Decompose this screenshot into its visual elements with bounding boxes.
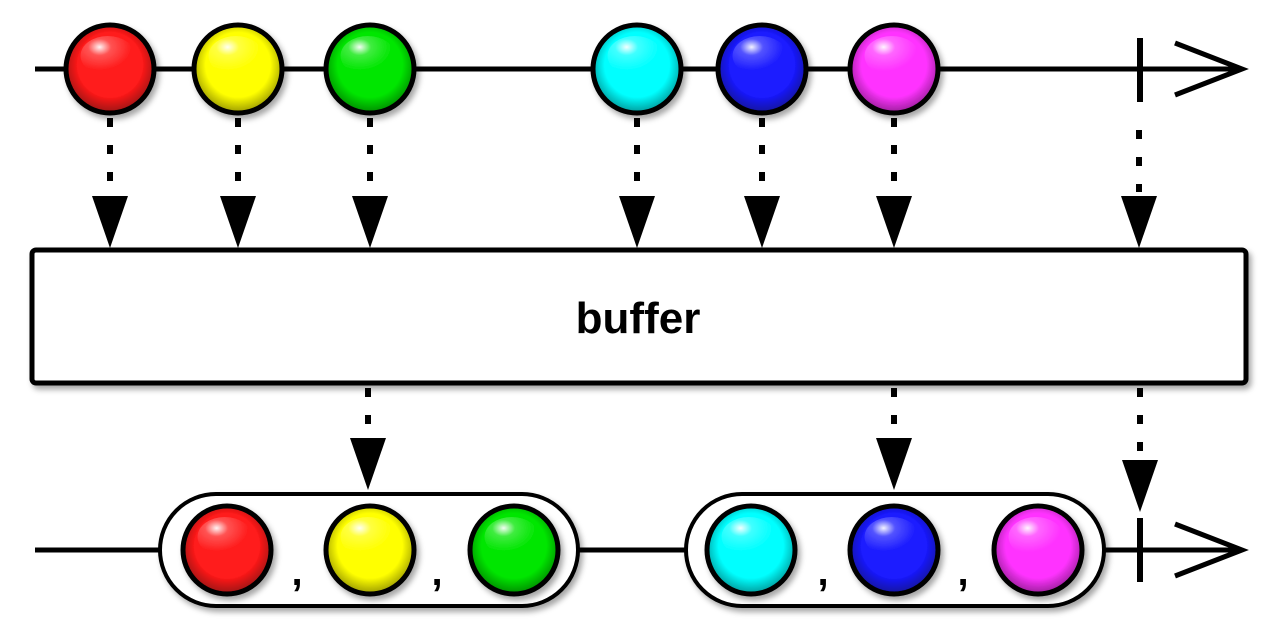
output-marble bbox=[323, 503, 417, 597]
input-marbles bbox=[63, 22, 941, 116]
dotted-arrow-in bbox=[92, 118, 128, 248]
dotted-arrow-in bbox=[352, 118, 388, 248]
operator-box: buffer bbox=[29, 247, 1249, 386]
blue-marble bbox=[715, 22, 809, 116]
output-arrows bbox=[350, 388, 1158, 512]
separator: , bbox=[817, 550, 828, 594]
dotted-arrow-in bbox=[619, 118, 655, 248]
output-marble bbox=[991, 503, 1085, 597]
green-marble bbox=[323, 22, 417, 116]
yellow-marble bbox=[191, 22, 285, 116]
dotted-arrow-out bbox=[350, 388, 386, 490]
separator: , bbox=[291, 550, 302, 594]
output-marble bbox=[180, 503, 274, 597]
input-timeline-arrowhead bbox=[1174, 40, 1249, 98]
input-arrows bbox=[92, 118, 1157, 248]
output-timeline-arrowhead bbox=[1174, 521, 1249, 579]
output-marble bbox=[467, 503, 561, 597]
dotted-arrow-in bbox=[876, 118, 912, 248]
dotted-arrow-out bbox=[876, 388, 912, 490]
magenta-marble bbox=[847, 22, 941, 116]
output-marbles bbox=[180, 503, 1085, 597]
dotted-arrow-in bbox=[220, 118, 256, 248]
completion-arrow-in bbox=[1121, 130, 1157, 248]
cyan-marble bbox=[590, 22, 684, 116]
separator: , bbox=[431, 550, 442, 594]
output-marble bbox=[704, 503, 798, 597]
dotted-arrow-in bbox=[744, 118, 780, 248]
operator-label: buffer bbox=[576, 294, 701, 343]
red-marble bbox=[63, 22, 157, 116]
completion-arrow-out bbox=[1122, 388, 1158, 512]
output-marble bbox=[847, 503, 941, 597]
separator: , bbox=[957, 550, 968, 594]
